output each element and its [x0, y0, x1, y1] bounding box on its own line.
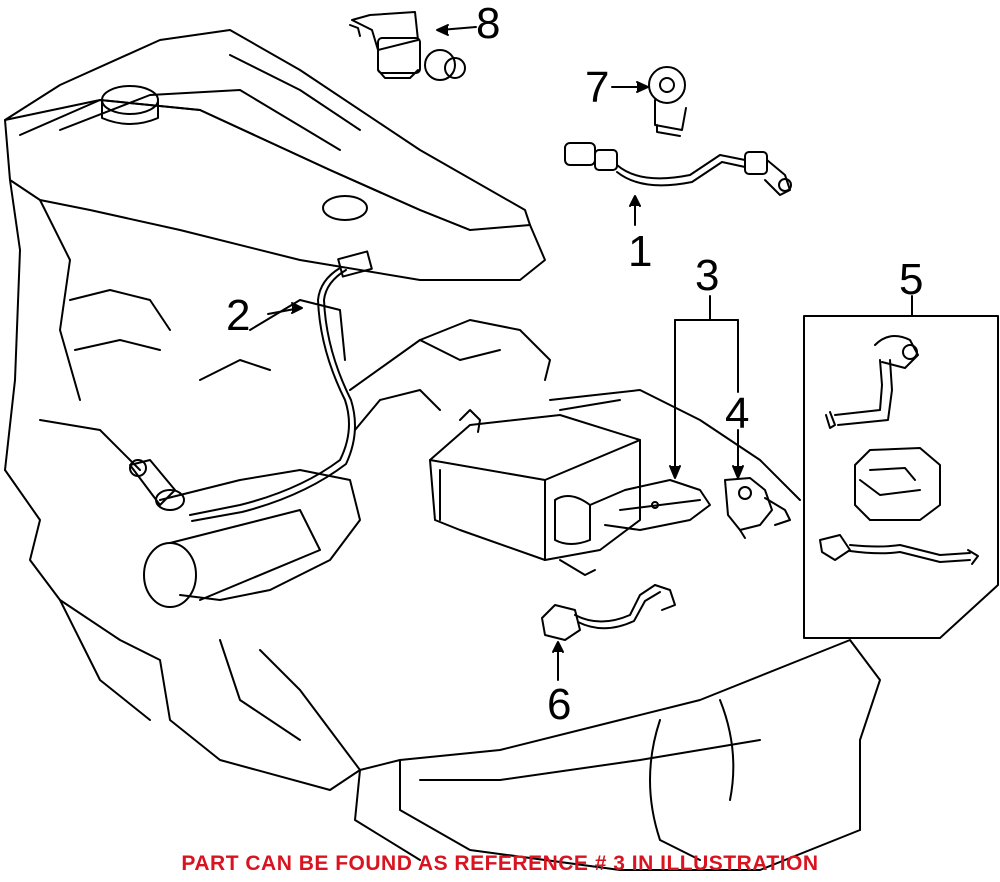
reference-note: PART CAN BE FOUND AS REFERENCE # 3 IN IL…	[181, 852, 819, 875]
callout-5: 5	[899, 255, 924, 304]
part-7-sensor	[648, 66, 687, 137]
part-2-sensor	[129, 250, 373, 522]
callout-8: 8	[476, 0, 501, 48]
callout-6: 6	[547, 680, 572, 729]
callout-1: 1	[628, 227, 653, 276]
callout-2: 2	[226, 291, 251, 340]
engine-block	[4, 29, 881, 871]
part-5-box	[803, 315, 999, 639]
part-4-valve	[724, 477, 791, 539]
leader-lines	[267, 24, 913, 681]
part-8-valve	[349, 11, 466, 81]
callout-7: 7	[585, 63, 610, 112]
callout-3: 3	[695, 251, 720, 300]
part-6-sensor	[541, 584, 676, 641]
part-3-canister	[429, 409, 711, 576]
callout-4: 4	[725, 389, 750, 438]
part-1-sensor	[564, 142, 792, 196]
